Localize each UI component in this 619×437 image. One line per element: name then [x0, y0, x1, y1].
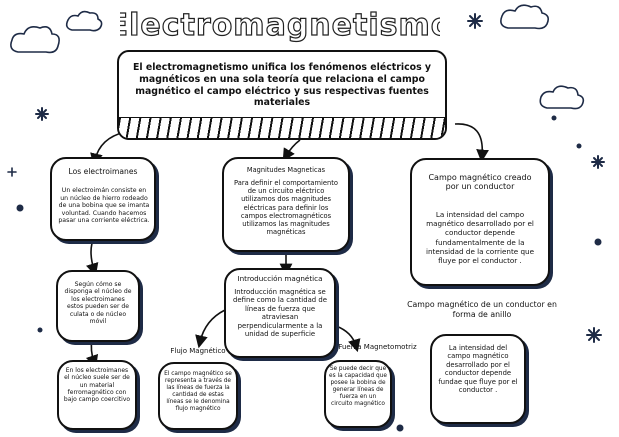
electroimanes-heading: Los electroimanes: [68, 167, 138, 176]
star-icon: [586, 327, 602, 343]
star-icon: [467, 13, 483, 29]
campo-anillo-body: La intensidad del campo magnético desarr…: [438, 344, 518, 395]
page-title-text: Electromagnetismo: [120, 8, 440, 43]
cloud-icon: [65, 10, 103, 32]
introduccion-body: Introducción magnética se define como la…: [233, 288, 327, 339]
main-concept-box: El electromagnetismo unifica los fenómen…: [117, 50, 447, 140]
introduccion-heading: Introducción magnética: [237, 274, 323, 283]
fuerza-heading: Fuerza Magnetomotriz: [338, 343, 417, 351]
arrow-electro-sub1: [86, 237, 99, 277]
flujo-heading: Flujo Magnético: [170, 347, 226, 355]
campo-anillo-box: La intensidad del campo magnético desarr…: [430, 334, 526, 424]
cloud-icon: [539, 85, 585, 110]
electroimanes-body: Un electroimán consiste en un núcleo de …: [58, 187, 150, 225]
dot-icon: [16, 204, 24, 212]
electroimanes-sub1-box: Según cómo se disponga el núcleo de los …: [56, 270, 140, 342]
dot-icon: [594, 238, 602, 246]
campo-anillo-heading: Campo magnético de un conductor en forma…: [407, 300, 557, 320]
electroimanes-box: Los electroimanes Un electroimán consist…: [50, 157, 156, 241]
magnitudes-heading: Magnitudes Magneticas: [246, 166, 326, 174]
electroimanes-sub1-text: Según cómo se disponga el núcleo de los …: [64, 281, 132, 326]
dot-icon: [37, 327, 43, 333]
campo-conductor-body: La intensidad del campo magnético desarr…: [425, 210, 535, 266]
arrow-sub1-sub2: [85, 339, 99, 369]
fuerza-body: Se puede decir que es la capacidad que p…: [329, 366, 387, 408]
star-icon: [7, 167, 17, 177]
magnitudes-box: Magnitudes Magneticas Para definir el co…: [222, 157, 350, 252]
page-title: Electromagnetismo: [107, 4, 452, 44]
arrow-intro-flujo: [195, 309, 226, 349]
cloud-icon: [500, 4, 549, 30]
arrow-main-campo: [454, 123, 489, 163]
star-icon: [35, 107, 49, 121]
campo-conductor-box: Campo magnético creado por un conductor …: [410, 158, 550, 286]
arrow-intro-fuerza: [335, 325, 361, 353]
star-icon: [591, 155, 605, 169]
introduccion-box: Introducción magnética Introducción magn…: [224, 268, 336, 358]
dot-icon: [576, 143, 582, 149]
electroimanes-sub2-text: En los electroimanes el núcleo suele ser…: [63, 367, 131, 404]
campo-conductor-heading: Campo magnético creado por un conductor: [428, 173, 532, 191]
cloud-icon: [10, 26, 60, 54]
page-title-art: Electromagnetismo: [107, 7, 452, 43]
main-concept-hatch: [119, 117, 445, 138]
fuerza-box: Se puede decir que es la capacidad que p…: [324, 360, 392, 428]
flujo-body: El campo magnético se representa a travé…: [164, 371, 232, 413]
electroimanes-sub2-box: En los electroimanes el núcleo suele ser…: [57, 360, 137, 430]
flujo-box: El campo magnético se representa a travé…: [158, 362, 238, 430]
arrow-main-magnitudes: [282, 139, 301, 162]
dot-icon: [396, 424, 404, 432]
dot-icon: [551, 115, 557, 121]
main-concept-text: El electromagnetismo unifica los fenómen…: [132, 62, 432, 109]
magnitudes-body: Para definir el comportamiento de un cir…: [234, 179, 338, 237]
